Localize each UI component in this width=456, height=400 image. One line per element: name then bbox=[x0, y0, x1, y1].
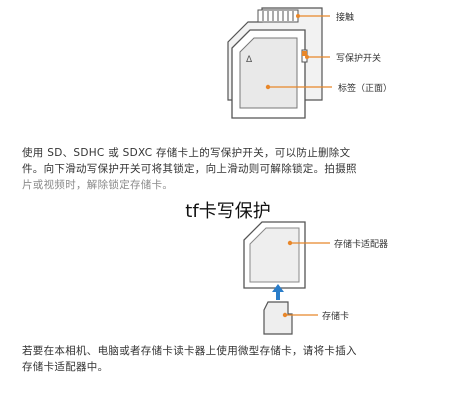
paragraph-write-protect: 使用 SD、SDHC 或 SDXC 存储卡上的写保护开关，可以防止删除文 件。向… bbox=[22, 145, 442, 193]
microsd-card bbox=[263, 301, 293, 335]
svg-text:Δ: Δ bbox=[246, 55, 253, 65]
adapter-inner bbox=[249, 227, 300, 283]
label-card: 存储卡 bbox=[322, 312, 350, 322]
sd-card-diagram: Δ bbox=[227, 7, 332, 119]
paragraph-line: 存储卡适配器中。 bbox=[22, 361, 109, 373]
paragraph-line: 片或视频时，解除锁定存储卡。 bbox=[22, 179, 174, 191]
sd-card-label-area bbox=[239, 37, 298, 109]
paragraph-adapter: 若要在本相机、电脑或者存储卡读卡器上使用微型存储卡，请将卡插入 存储卡适配器中。 bbox=[22, 343, 442, 375]
paragraph-line: 件。向下滑动写保护开关可将其锁定，向上滑动则可解除锁定。拍摄照 bbox=[22, 163, 357, 175]
label-write-protect: 写保护开关 bbox=[336, 54, 382, 64]
overlay-title: tf卡写保护 bbox=[185, 201, 271, 222]
label-front: 标签（正面） bbox=[338, 84, 393, 94]
label-contacts: 接触 bbox=[336, 13, 355, 23]
paragraph-line: 若要在本相机、电脑或者存储卡读卡器上使用微型存储卡，请将卡插入 bbox=[22, 345, 357, 357]
paragraph-line: 使用 SD、SDHC 或 SDXC 存储卡上的写保护开关，可以防止删除文 bbox=[22, 147, 351, 159]
label-adapter: 存储卡适配器 bbox=[334, 240, 389, 250]
write-protect-tab bbox=[302, 51, 307, 56]
insert-arrow-icon bbox=[272, 284, 284, 300]
adapter-diagram bbox=[243, 221, 330, 335]
